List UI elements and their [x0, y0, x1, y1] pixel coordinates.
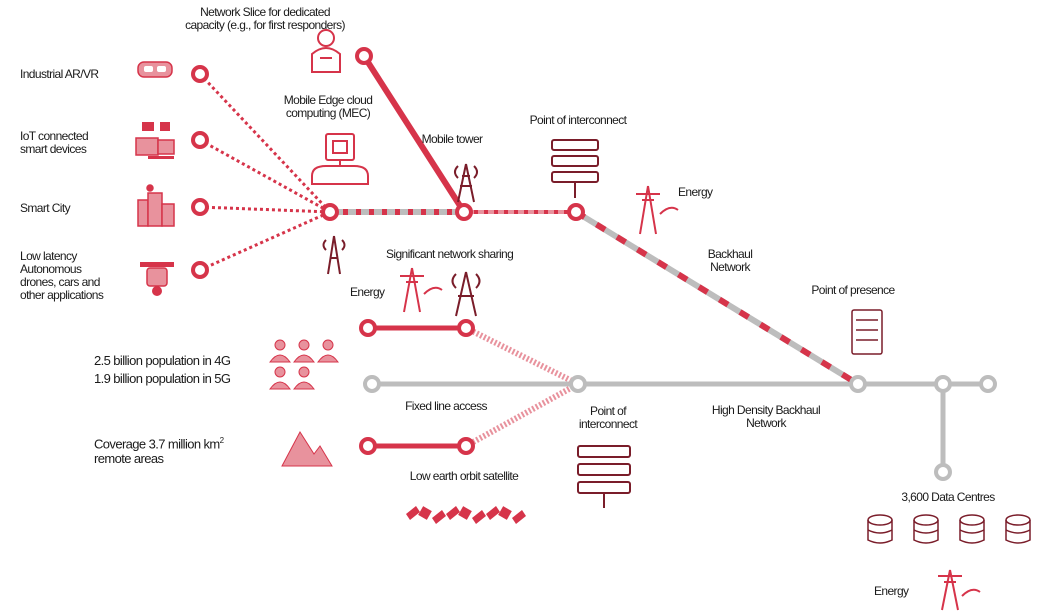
iot-link — [199, 138, 331, 214]
presence-server-icon — [851, 309, 883, 355]
network-slice-label: Network Slice for dedicated capacity (e.… — [185, 5, 345, 32]
smart-city-link — [199, 205, 331, 214]
energy-pylon-mid-icon — [400, 267, 443, 313]
energy-mid-label: Energy — [350, 285, 385, 299]
edge-cloud-server-icon — [311, 133, 369, 185]
satellite-poi-link — [464, 381, 580, 449]
node-poi-mid — [569, 375, 587, 393]
node-sharing-end — [457, 319, 475, 337]
node-point-of-presence — [849, 375, 867, 393]
small-tower-icon — [322, 235, 346, 275]
node-smart-city — [191, 198, 209, 216]
energy-pylon-bottom-icon — [938, 569, 981, 611]
drone-icon — [140, 262, 174, 296]
smart-city-icon — [137, 184, 175, 227]
point-of-presence-label: Point of presence — [811, 283, 895, 297]
energy-bottom-label: Energy — [874, 584, 909, 598]
server-rack-mid-icon — [577, 445, 631, 508]
server-rack-icon — [551, 139, 599, 198]
node-fixed-start — [363, 375, 381, 393]
fixed-line-label: Fixed line access — [405, 399, 487, 413]
mobile-tower-icon — [454, 163, 478, 203]
leo-label: Low earth orbit satellite — [409, 469, 519, 483]
significant-sharing-label: Significant network sharing — [386, 247, 514, 261]
energy-top-label: Energy — [678, 185, 713, 199]
population-4g-label: 2.5 billion population in 4G — [94, 353, 231, 368]
industrial-link — [198, 72, 332, 214]
coverage-superscript: 2 — [219, 436, 224, 445]
iot-devices-icon — [135, 122, 175, 159]
satellite-icon — [406, 506, 526, 524]
mountain-icon — [281, 431, 333, 467]
node-low-latency — [191, 261, 209, 279]
remote-areas-label: remote areas — [94, 451, 164, 466]
energy-pylon-top-icon — [636, 185, 679, 235]
population-5g-label: 1.9 billion population in 5G — [94, 371, 231, 386]
mobile-tower-label: Mobile tower — [421, 132, 483, 146]
smart-city-label: Smart City — [20, 201, 71, 215]
node-sharing-start — [359, 319, 377, 337]
node-network-slice — [355, 47, 373, 65]
first-responder-icon — [311, 29, 341, 73]
low-latency-link — [199, 210, 331, 272]
node-mec — [321, 203, 339, 221]
iot-label: IoT connected smart devices — [20, 129, 89, 156]
high-density-label: High Density Backhaul Network — [711, 403, 821, 430]
node-industrial — [191, 65, 209, 83]
coverage-text: Coverage 3.7 million km — [94, 436, 220, 452]
node-iot — [191, 131, 209, 149]
node-mobile-tower — [455, 203, 473, 221]
sharing-tower-icon — [451, 271, 481, 317]
data-centres-label: 3,600 Data Centres — [901, 490, 995, 504]
population-icon — [269, 339, 339, 390]
poi-top-label: Point of interconnect — [529, 113, 627, 127]
network-slice-link — [361, 54, 467, 214]
sharing-poi-link — [464, 325, 580, 387]
node-satellite-start — [359, 437, 377, 455]
backhaul-label: Backhaul Network — [707, 247, 753, 274]
vr-headset-icon — [137, 61, 173, 78]
node-satellite-end — [457, 437, 475, 455]
industrial-label: Industrial AR/VR — [20, 67, 99, 81]
poi-mid-label: Point of interconnect — [578, 404, 638, 431]
data-centre-icon — [867, 514, 1031, 544]
backhaul-link-red — [574, 209, 860, 387]
node-backbone-b — [979, 375, 997, 393]
mec-label: Mobile Edge cloud computing (MEC) — [283, 93, 373, 120]
low-latency-label: Low latency Autonomous drones, cars and … — [20, 249, 104, 302]
node-poi-top — [567, 203, 585, 221]
node-data-centres — [934, 463, 952, 481]
node-backbone-a — [934, 375, 952, 393]
coverage-label: Coverage 3.7 million km2 — [94, 434, 224, 450]
